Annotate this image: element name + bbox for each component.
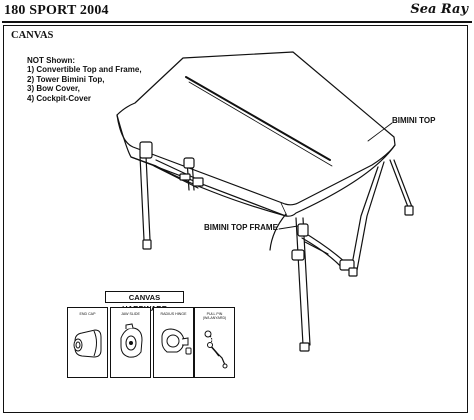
hardware-item-jaw-slide: JAW SLIDE (110, 307, 151, 378)
hardware-item-end-cap: END CAP (67, 307, 108, 378)
not-shown-item: 3) Bow Cover, (27, 84, 80, 94)
callout-bimini-top: BIMINI TOP (392, 116, 436, 125)
jaw-slide-icon (120, 323, 143, 358)
frame-fittings (139, 141, 414, 352)
canvas-hardware-title: CANVAS HARDWARE (105, 291, 184, 313)
pull-pin-icon (204, 330, 228, 369)
hardware-label: JAW SLIDE (121, 312, 140, 316)
model-title: 180 SPORT 2004 (4, 3, 109, 18)
not-shown-item: 2) Tower Bimini Top, (27, 74, 105, 84)
bimini-top-frame-leader (278, 225, 299, 230)
not-shown-item: 1) Convertible Top and Frame, (27, 65, 142, 75)
not-shown-list: NOT Shown: 1) Convertible Top and Frame,… (27, 56, 142, 103)
not-shown-heading: NOT Shown: (27, 56, 75, 65)
diagram-frame (3, 25, 468, 413)
brand-logo: Sea Ray (410, 2, 468, 17)
hardware-label: RADIUS HINGE (160, 312, 187, 316)
hardware-label: END CAP (79, 312, 96, 316)
radius-hinge-icon (161, 328, 192, 355)
bimini-top-leader (367, 122, 393, 142)
hardware-item-radius-hinge: RADIUS HINGE (153, 307, 194, 378)
callout-bimini-top-frame: BIMINI TOP FRAME (204, 223, 278, 232)
not-shown-item: 4) Cockpit-Cover (27, 93, 92, 103)
end-cap-icon (73, 329, 102, 358)
section-title: CANVAS (11, 30, 54, 41)
hardware-item-pull-pin: PULL PIN (W/LANYARD) (194, 307, 235, 378)
bimini-top-canvas (116, 51, 396, 217)
header-rule (2, 21, 472, 23)
hardware-label: PULL PIN (W/LANYARD) (202, 312, 227, 320)
